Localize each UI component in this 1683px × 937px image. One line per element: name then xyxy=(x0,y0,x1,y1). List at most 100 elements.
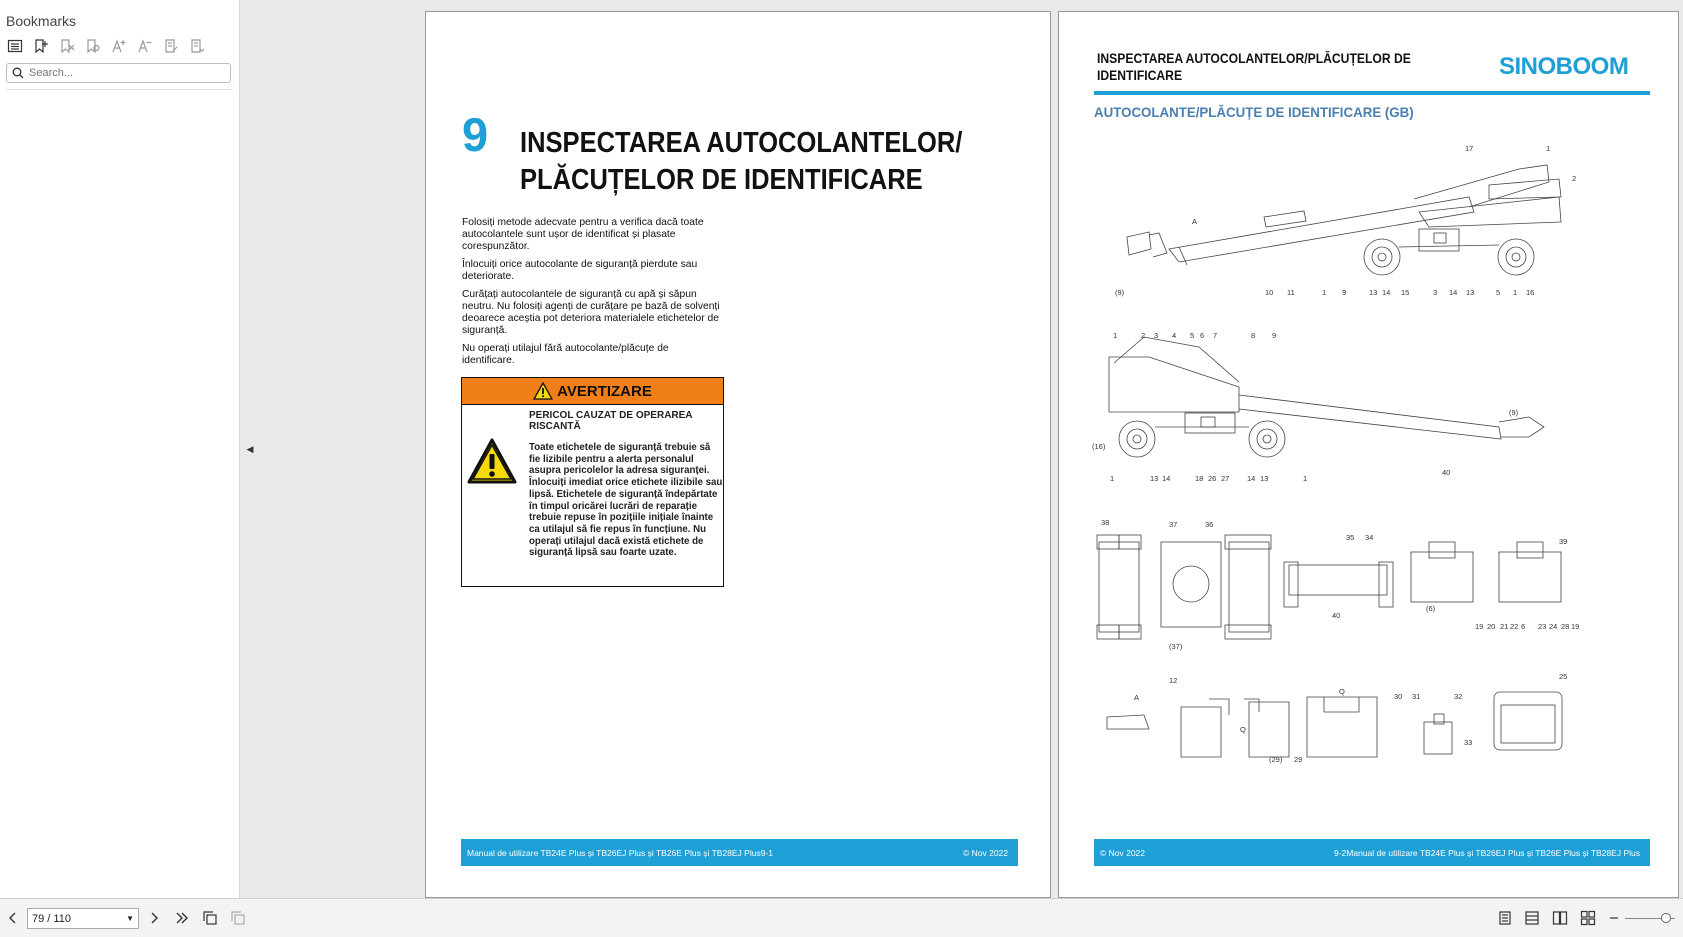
rotate-view-button[interactable] xyxy=(200,908,220,928)
list-icon[interactable] xyxy=(6,37,24,55)
footer-left-text: © Nov 2022 xyxy=(1100,847,1146,858)
drawing-2-labels: 1 2 3 4 5 6 7 8 9 (16) (9) 1 13 14 18 26… xyxy=(1092,331,1519,483)
callout-label: 2 xyxy=(1141,331,1145,340)
callout-label: 23 xyxy=(1538,622,1546,631)
single-page-view-button[interactable] xyxy=(1495,908,1515,928)
chapter-title-line1: INSPECTAREA AUTOCOLANTELOR/ xyxy=(520,127,963,159)
single-page-icon xyxy=(1499,911,1511,925)
callout-label: 1 xyxy=(1322,288,1326,297)
callout-label: 21 xyxy=(1500,622,1508,631)
callout-label: 2 xyxy=(1572,174,1576,183)
page-footer: Manual de utilizare TB24E Plus și TB26EJ… xyxy=(461,839,1018,866)
view-label: A xyxy=(1192,217,1197,226)
callout-label: 13 xyxy=(1150,474,1158,483)
dropdown-caret-icon: ▼ xyxy=(126,914,134,923)
callout-label: 33 xyxy=(1464,738,1472,747)
callout-label: 6 xyxy=(1521,622,1525,631)
bookmark-expand-icon[interactable] xyxy=(188,37,206,55)
callout-label: 1 xyxy=(1546,144,1550,153)
page-number-select[interactable]: 79 / 110 ▼ xyxy=(27,908,139,929)
bookmarks-search[interactable] xyxy=(6,63,231,83)
continuous-view-button[interactable] xyxy=(1522,908,1542,928)
chevron-left-icon xyxy=(9,912,16,924)
zoom-slider-thumb[interactable] xyxy=(1661,913,1671,923)
callout-label: 6 xyxy=(1200,331,1204,340)
last-page-button[interactable] xyxy=(172,908,192,928)
callout-label: 15 xyxy=(1401,288,1409,297)
two-page-icon xyxy=(1552,911,1568,925)
chevron-left-icon: ◀ xyxy=(246,443,254,454)
callout-label: 37 xyxy=(1169,520,1177,529)
pdf-page-right: INSPECTAREA AUTOCOLANTELOR/PLĂCUȚELOR DE… xyxy=(1058,11,1679,898)
page-footer: © Nov 2022 9-2Manual de utilizare TB24E … xyxy=(1094,839,1650,866)
delete-bookmark-icon[interactable] xyxy=(58,37,76,55)
callout-label: (29) xyxy=(1269,755,1283,764)
callout-label: 17 xyxy=(1465,144,1473,153)
decal-location-drawings: A 17 1 2 (9) 10 11 1 9 13 14 15 3 14 13 … xyxy=(1092,144,1579,764)
bookmarks-panel: Bookmarks xyxy=(0,0,240,898)
next-page-button[interactable] xyxy=(144,908,164,928)
callout-label: 31 xyxy=(1412,692,1420,701)
callout-label: 36 xyxy=(1205,520,1213,529)
callout-label: 40 xyxy=(1332,611,1340,620)
callout-label: 3 xyxy=(1154,331,1158,340)
warning-body: Toate etichetele de siguranță trebuie să… xyxy=(529,442,723,559)
view-label: A xyxy=(1134,693,1139,702)
split-view-button[interactable] xyxy=(228,908,248,928)
zoom-slider-track[interactable] xyxy=(1625,918,1675,919)
add-bookmark-icon[interactable] xyxy=(32,37,50,55)
callout-label: 13 xyxy=(1466,288,1474,297)
callout-label: 38 xyxy=(1101,518,1109,527)
minus-icon xyxy=(1610,917,1618,919)
warning-icon xyxy=(533,382,554,400)
page-header-line2: IDENTIFICARE xyxy=(1097,68,1183,83)
callout-label: 34 xyxy=(1365,533,1373,542)
callout-label: 19 xyxy=(1571,622,1579,631)
callout-label: 12 xyxy=(1169,676,1177,685)
header-rule xyxy=(1094,91,1650,95)
callout-label: (6) xyxy=(1426,604,1436,613)
side-view-drawing-2 xyxy=(1108,336,1545,458)
callout-label: 40 xyxy=(1442,468,1450,477)
bookmarks-toolbar xyxy=(6,37,206,55)
text-larger-icon[interactable] xyxy=(110,37,128,55)
callout-label: 26 xyxy=(1208,474,1216,483)
bookmarks-title: Bookmarks xyxy=(6,13,77,29)
callout-label: 3 xyxy=(1433,288,1437,297)
callout-label: (9) xyxy=(1115,288,1125,297)
callout-label: Q xyxy=(1339,687,1345,696)
footer-right-text: © Nov 2022 xyxy=(962,847,1008,858)
bookmark-search-icon[interactable] xyxy=(84,37,102,55)
row4-labels: 12 A Q Q (29) 29 30 31 32 33 25 xyxy=(1134,672,1567,764)
callout-label: 20 xyxy=(1487,622,1495,631)
warning-triangle-icon xyxy=(467,438,517,484)
bookmark-edit-icon[interactable] xyxy=(162,37,180,55)
warning-box: AVERTIZARE PERICOL CAUZAT DE OPERAREA RI… xyxy=(461,377,724,587)
double-chevron-right-icon xyxy=(176,912,188,924)
split-page-icon xyxy=(231,911,245,925)
callout-label: 8 xyxy=(1251,331,1255,340)
callout-label: 14 xyxy=(1162,474,1170,483)
callout-label: 9 xyxy=(1342,288,1346,297)
search-input[interactable] xyxy=(29,67,219,79)
zoom-out-button[interactable] xyxy=(1604,908,1624,928)
callout-label: 14 xyxy=(1382,288,1390,297)
pdf-page-left: 9 INSPECTAREA AUTOCOLANTELOR/ PLĂCUȚELOR… xyxy=(425,11,1051,898)
callout-label: 25 xyxy=(1559,672,1567,681)
callout-label: 5 xyxy=(1496,288,1500,297)
callout-label: 1 xyxy=(1110,474,1114,483)
collapse-sidebar-handle[interactable]: ◀ xyxy=(241,0,259,898)
callout-label: 14 xyxy=(1247,474,1255,483)
paragraph: Curățați autocolantele de siguranță cu a… xyxy=(462,289,720,336)
chapter-number: 9 xyxy=(462,108,489,161)
two-page-view-button[interactable] xyxy=(1550,908,1570,928)
callout-label: 39 xyxy=(1559,537,1567,546)
chapter-title: INSPECTAREA AUTOCOLANTELOR/ PLĂCUȚELOR D… xyxy=(520,125,978,199)
grid-view-button[interactable] xyxy=(1578,908,1598,928)
text-smaller-icon[interactable] xyxy=(136,37,154,55)
prev-page-button[interactable] xyxy=(3,908,23,928)
footer-right-text: 9-2Manual de utilizare TB24E Plus și TB2… xyxy=(1334,847,1640,858)
divider xyxy=(6,89,233,90)
callout-label: 13 xyxy=(1369,288,1377,297)
chassis-views xyxy=(1096,534,1562,640)
